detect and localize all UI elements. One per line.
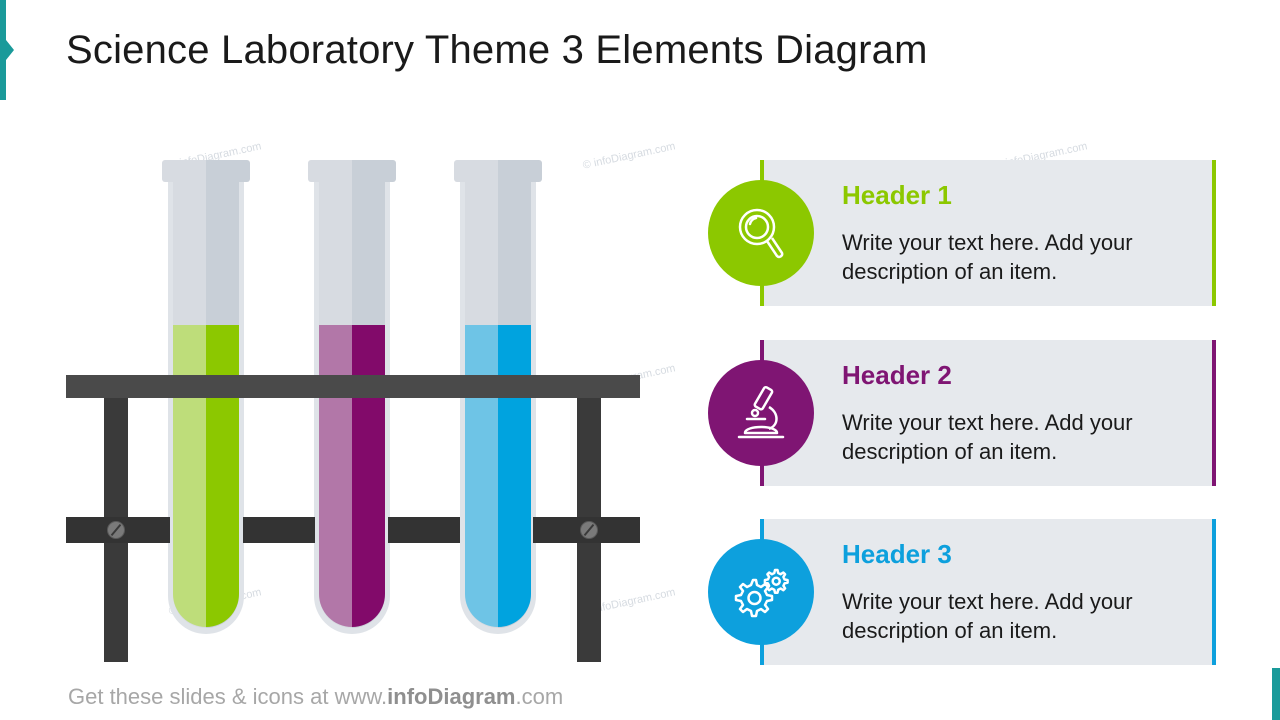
icon-circle <box>708 180 814 286</box>
card-accent <box>1212 340 1216 486</box>
tube-cap <box>308 160 396 182</box>
gears-icon <box>734 568 789 618</box>
footer-brand: infoDiagram <box>387 684 516 709</box>
tube-liquid-dark <box>352 325 385 627</box>
rack-top-bar <box>66 375 640 398</box>
tube-glass <box>460 180 536 634</box>
rack-crossbar <box>388 517 460 543</box>
card-accent <box>760 464 764 486</box>
item-header: Header 3 <box>842 539 952 569</box>
tube-liquid-dark <box>498 325 531 627</box>
icon-circle <box>708 360 814 466</box>
tube-cap <box>454 160 542 182</box>
microscope-icon <box>737 385 785 439</box>
card-accent <box>760 284 764 306</box>
footer-credit: Get these slides & icons at www.infoDiag… <box>68 684 563 710</box>
tube-cap <box>162 160 250 182</box>
screw-icon <box>107 521 125 539</box>
tube-liquid-light <box>173 325 206 627</box>
tube-glass <box>168 180 244 634</box>
item-description: Write your text here. Add your descripti… <box>842 230 1133 284</box>
card-accent <box>1212 160 1216 306</box>
tube-liquid-light <box>319 325 352 627</box>
accent-notch <box>6 40 14 60</box>
card-accent <box>760 643 764 665</box>
screw-icon <box>580 521 598 539</box>
item-card-2: Header 2 Write your text here. Add your … <box>708 340 1216 486</box>
rack-crossbar <box>243 517 315 543</box>
card-accent <box>760 519 764 541</box>
item-header: Header 2 <box>842 360 952 390</box>
icon-circle <box>708 539 814 645</box>
watermark: © infoDiagram.com <box>581 140 677 172</box>
footer-prefix: Get these slides & icons at www. <box>68 684 388 709</box>
footer-suffix: .com <box>515 684 564 709</box>
slide-title: Science Laboratory Theme 3 Elements Diag… <box>66 28 928 72</box>
magnifier-icon <box>738 208 784 259</box>
item-card-1: Header 1 Write your text here. Add your … <box>708 160 1216 306</box>
card-accent <box>760 340 764 362</box>
item-description: Write your text here. Add your descripti… <box>842 589 1133 643</box>
card-accent <box>760 160 764 182</box>
card-accent <box>1212 519 1216 665</box>
accent-tab <box>0 0 6 100</box>
item-header: Header 1 <box>842 180 952 210</box>
item-description: Write your text here. Add your descripti… <box>842 410 1133 464</box>
tube-liquid-light <box>465 325 498 627</box>
item-card-3: Header 3 Write your text here. Add your … <box>708 519 1216 665</box>
tube-glass <box>314 180 390 634</box>
tube-liquid-dark <box>206 325 239 627</box>
corner-tab <box>1272 668 1280 720</box>
